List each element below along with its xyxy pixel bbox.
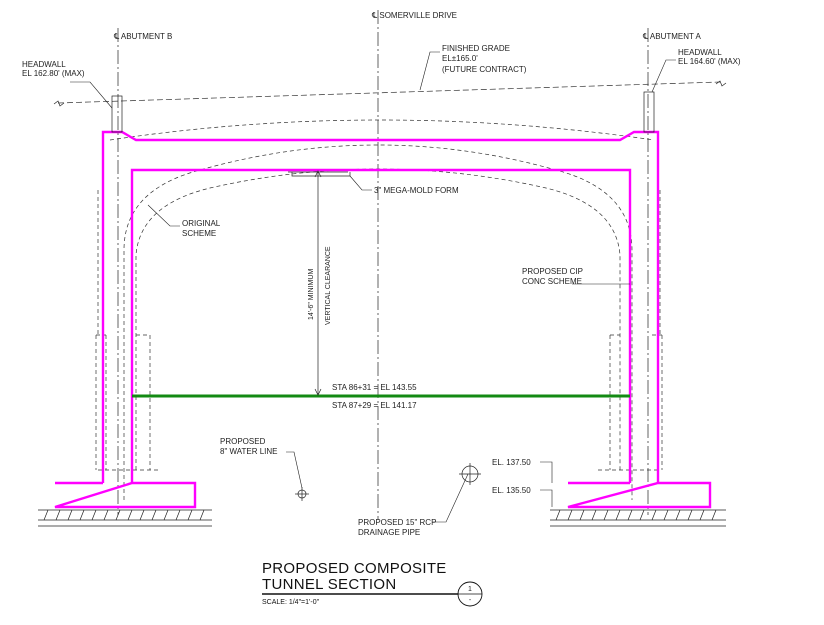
rcp-leader bbox=[432, 473, 469, 523]
water-line-symbol bbox=[295, 487, 309, 501]
grade-break-left bbox=[53, 100, 65, 107]
mega-mold-form-detail bbox=[291, 172, 351, 177]
original-scheme-outline bbox=[95, 119, 663, 500]
original-scheme-label-1: ORIGINAL bbox=[182, 219, 221, 228]
rcp-label-1: PROPOSED 15" RCP bbox=[358, 518, 436, 527]
sta-label-2: STA 87+29 = EL 141.17 bbox=[332, 401, 417, 410]
vertical-clearance-dimension bbox=[288, 170, 348, 396]
el-137-leader bbox=[540, 461, 553, 483]
headwall-a-label-2: EL 164.60' (MAX) bbox=[678, 57, 741, 66]
finished-grade-label-3: (FUTURE CONTRACT) bbox=[442, 65, 527, 74]
finished-grade-label-1: FINISHED GRADE bbox=[442, 44, 510, 53]
clearance-label-2: VERTICAL CLEARANCE bbox=[325, 246, 332, 325]
section-marker-number: 1 bbox=[468, 586, 472, 593]
mega-mold-leader bbox=[349, 175, 372, 191]
clearance-label-1: 14'-6" MINIMUM bbox=[308, 269, 315, 320]
drawing-title-line1: PROPOSED COMPOSITE bbox=[262, 560, 447, 577]
left-foundation-hatch bbox=[38, 509, 212, 527]
finished-grade-line bbox=[57, 81, 721, 104]
abutment-b-label: ℄ ABUTMENT B bbox=[113, 32, 172, 41]
rcp-label-2: DRAINAGE PIPE bbox=[358, 528, 420, 537]
rcp-drainage-symbol bbox=[459, 463, 481, 485]
water-line-label-1: PROPOSED bbox=[220, 437, 266, 446]
original-scheme-leader bbox=[147, 204, 180, 227]
abutment-a-label: ℄ ABUTMENT A bbox=[642, 32, 702, 41]
headwall-caps bbox=[111, 91, 655, 133]
sta-label-1: STA 86+31 = EL 143.55 bbox=[332, 383, 417, 392]
right-foundation-hatch bbox=[550, 509, 726, 527]
headwall-a-label-1: HEADWALL bbox=[678, 48, 722, 57]
grade-break-right bbox=[715, 80, 727, 87]
scale-label: SCALE: 1/4"=1'-0" bbox=[262, 599, 320, 606]
headwall-b-label-2: EL 162.80' (MAX) bbox=[22, 69, 85, 78]
proposed-cip-label-1: PROPOSED CIP bbox=[522, 267, 583, 276]
original-scheme-label-2: SCHEME bbox=[182, 229, 216, 238]
water-line-label-2: 8" WATER LINE bbox=[220, 447, 278, 456]
finished-grade-leader bbox=[419, 51, 440, 91]
section-marker-sheet: - bbox=[469, 597, 472, 604]
mega-mold-label: 3" MEGA-MOLD FORM bbox=[374, 186, 459, 195]
headwall-b-leader bbox=[70, 81, 113, 109]
el-137-label: EL. 137.50 bbox=[492, 458, 531, 467]
proposed-cip-label-2: CONC SCHEME bbox=[522, 277, 582, 286]
water-line-leader bbox=[286, 451, 303, 489]
el-135-leader bbox=[540, 489, 553, 507]
headwall-b-label-1: HEADWALL bbox=[22, 60, 66, 69]
el-135-label: EL. 135.50 bbox=[492, 486, 531, 495]
drawing-title-line2: TUNNEL SECTION bbox=[262, 576, 397, 593]
finished-grade-label-2: EL±165.0' bbox=[442, 54, 478, 63]
somerville-label: ℄ SOMERVILLE DRIVE bbox=[371, 11, 457, 20]
section-marker bbox=[457, 581, 483, 607]
headwall-a-leader bbox=[651, 59, 676, 93]
